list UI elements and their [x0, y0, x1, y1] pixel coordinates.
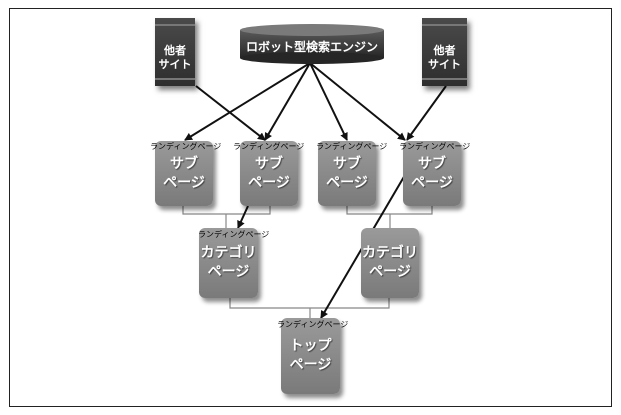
arrow-engine-to-sub4	[309, 62, 406, 141]
arrow-engine-to-sub3	[309, 62, 348, 141]
search-engine-cylinder	[240, 24, 384, 64]
sub-page-label: サブ ページ	[326, 155, 368, 191]
link-arrows	[184, 62, 447, 319]
other-site-right: 他者 サイト	[422, 18, 467, 86]
category-page-label: カテゴリ ページ	[200, 245, 257, 280]
sub-page-3: サブ ページ	[318, 141, 376, 206]
landing-page-tag: ランディングページ	[198, 230, 270, 239]
landing-page-tag: ランディングページ	[399, 142, 471, 151]
arrow-sub2-to-category1	[237, 205, 249, 229]
category-page-label: カテゴリ ページ	[362, 245, 418, 280]
landing-page-tag: ランディングページ	[233, 142, 305, 151]
arrow-engine-to-sub1	[184, 62, 311, 141]
sub-page-label: サブ ページ	[163, 155, 205, 191]
arrow-site1-to-sub2	[195, 85, 266, 141]
sub-page-4: サブ ページ	[403, 141, 461, 206]
search-engine: ロボット型検索エンジン	[240, 28, 384, 62]
top-page-label: トップ ページ	[289, 338, 332, 373]
landing-page-tag: ランディングページ	[316, 142, 388, 151]
sub-page-label: サブ ページ	[248, 155, 290, 191]
category-page-2: カテゴリ ページ	[361, 228, 419, 298]
other-site-label: 他者 サイト	[428, 44, 461, 71]
sub-page-2: サブ ページ	[240, 141, 298, 206]
arrow-engine-to-sub2	[264, 62, 311, 141]
landing-page-tag: ランディングページ	[277, 320, 349, 329]
landing-page-tag: ランディングページ	[150, 142, 222, 151]
sub-page-1: サブ ページ	[155, 141, 213, 206]
other-site-left: 他者 サイト	[155, 18, 195, 86]
arrow-site2-to-sub4	[406, 85, 447, 141]
category-page-1: カテゴリ ページ	[199, 228, 258, 298]
sub-page-label: サブ ページ	[411, 155, 453, 191]
other-site-label: 他者 サイト	[158, 44, 192, 71]
search-engine-label: ロボット型検索エンジン	[245, 40, 378, 54]
hierarchy-connectors	[182, 206, 433, 318]
top-page: トップ ページ	[281, 318, 340, 394]
